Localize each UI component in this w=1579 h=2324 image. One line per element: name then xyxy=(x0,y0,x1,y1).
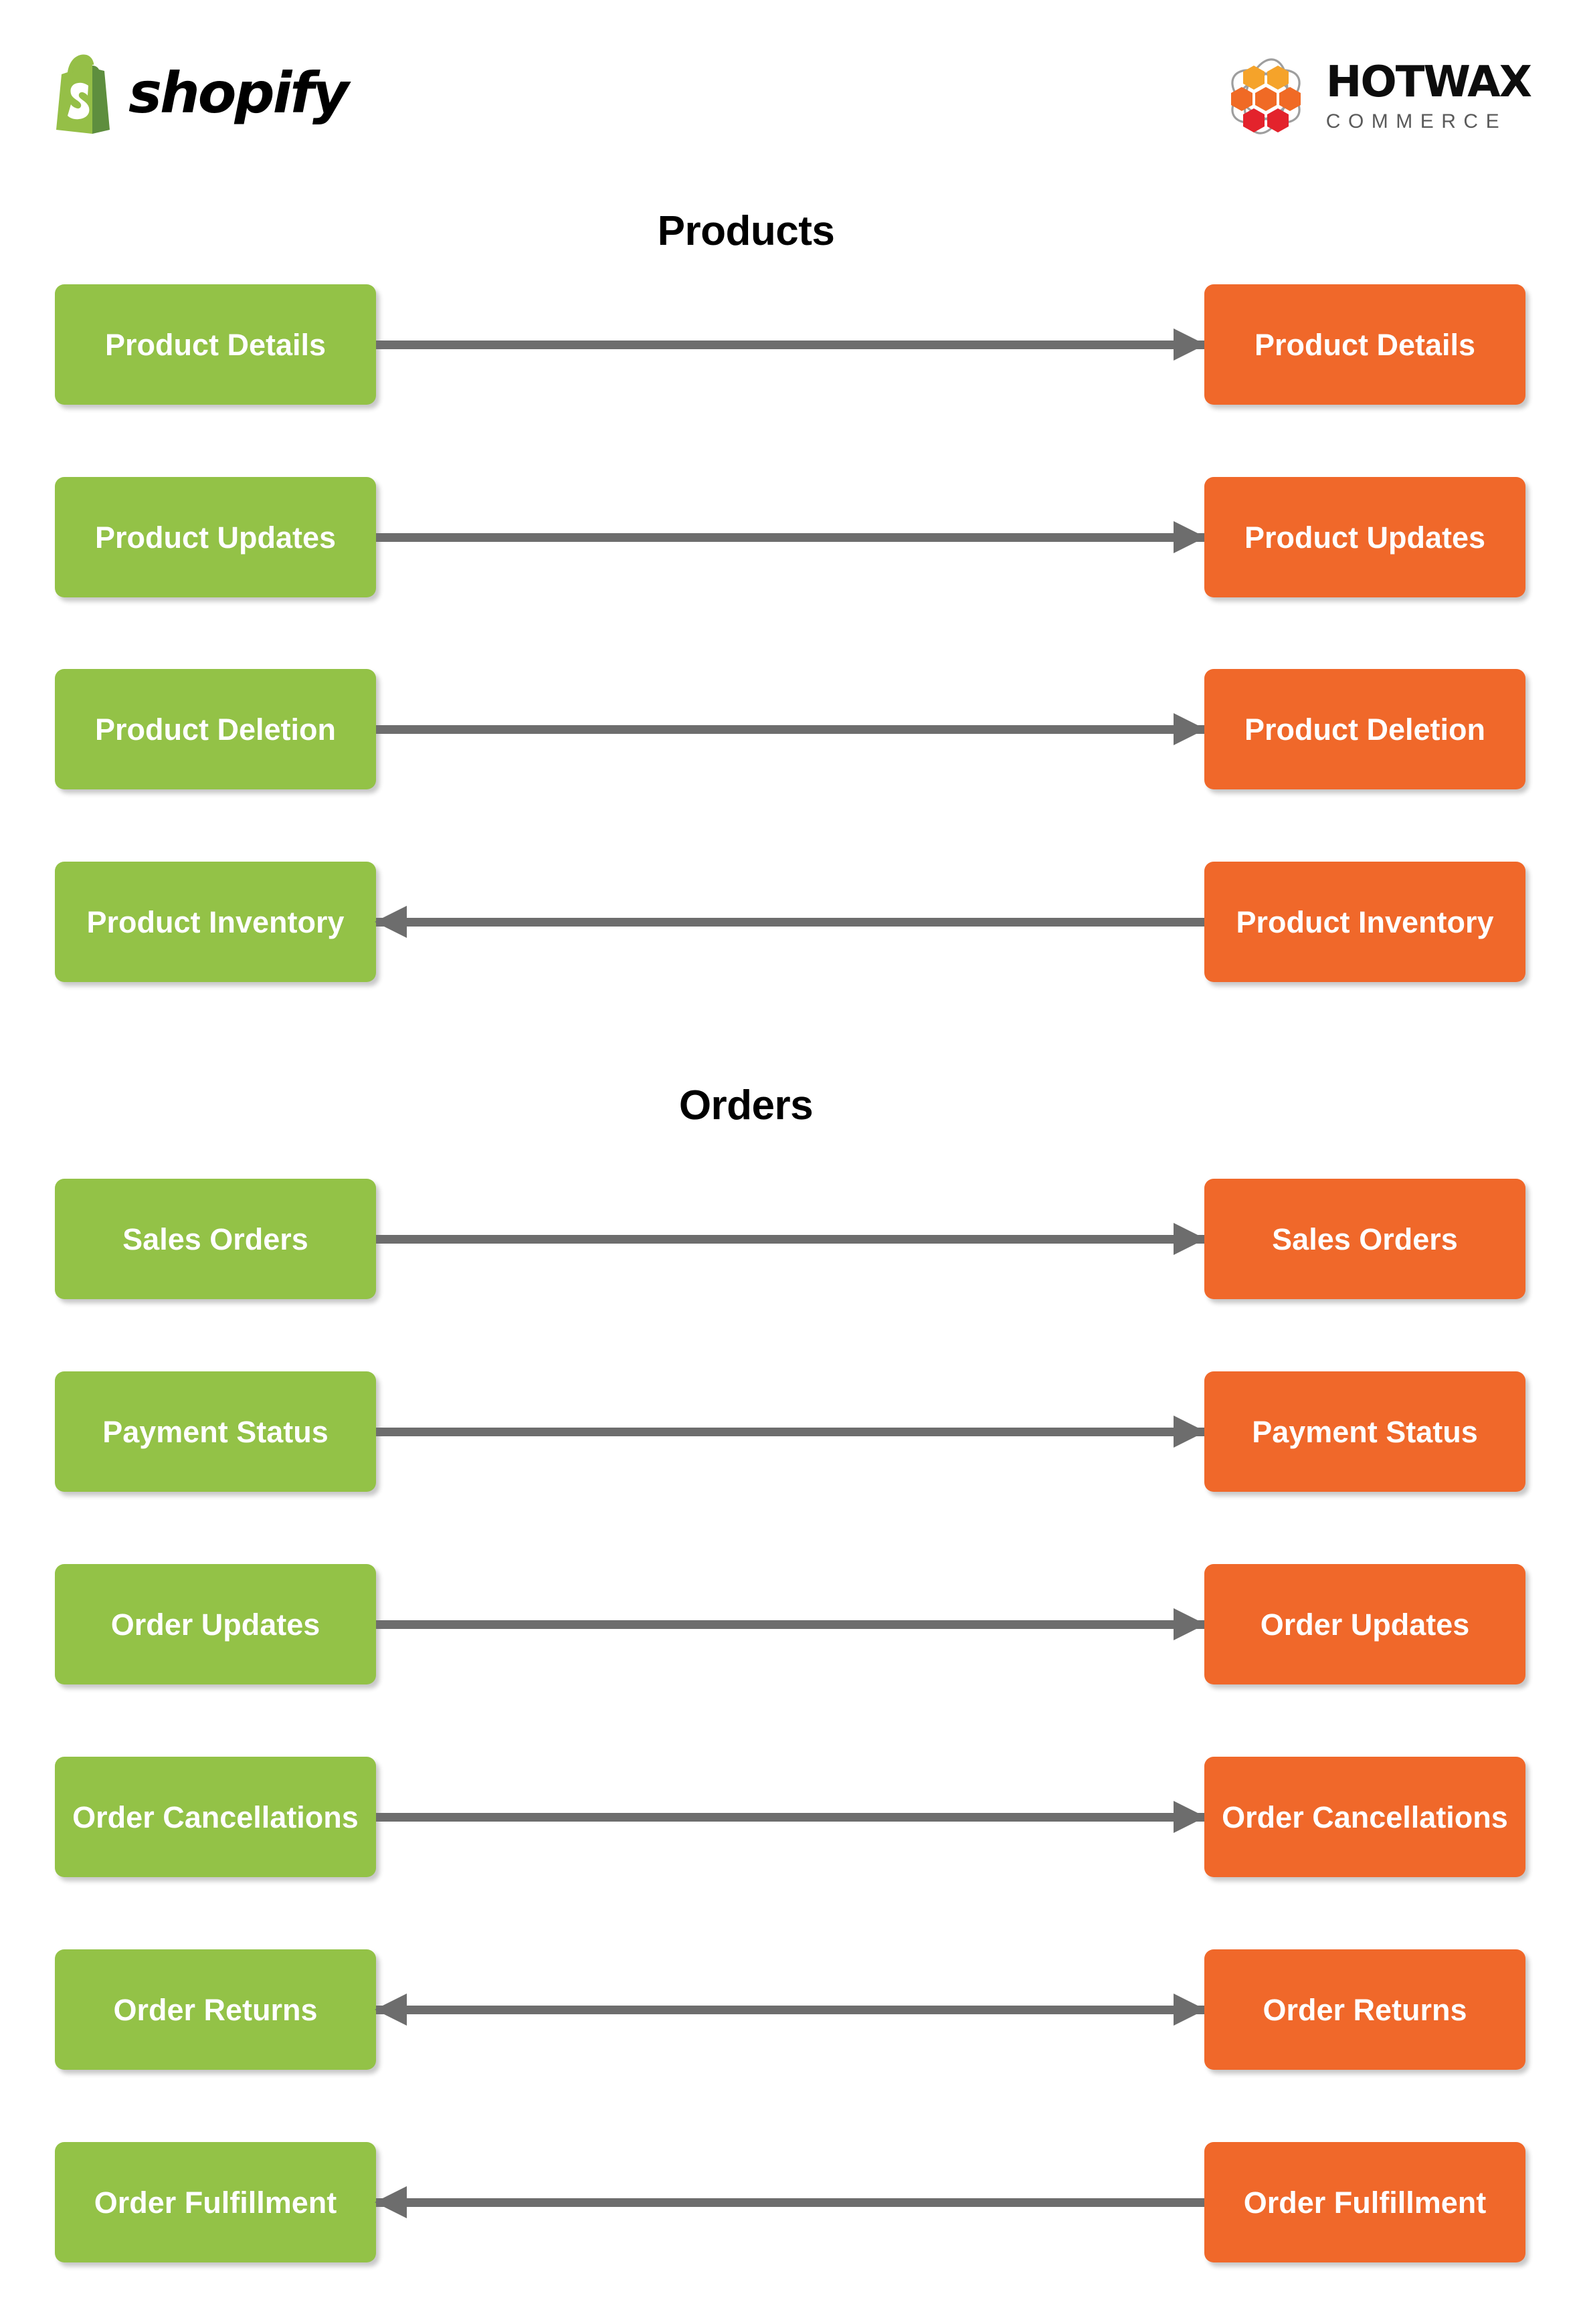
hotwax-name: HOTWAX xyxy=(1325,58,1532,107)
node-label: Order Fulfillment xyxy=(94,2185,337,2220)
node-label: Product Inventory xyxy=(86,904,345,939)
arrow-line xyxy=(376,1235,1204,1244)
header: shopify xyxy=(0,0,1579,181)
arrow-line xyxy=(376,341,1204,349)
flow-row: Product Details Product Details xyxy=(0,284,1579,405)
arrow-line xyxy=(376,918,1204,927)
node-hotwax[interactable]: Product Inventory xyxy=(1204,862,1525,982)
section-title-products: Products xyxy=(657,208,835,254)
connector-arrow xyxy=(376,328,1206,361)
arrowhead-left-icon xyxy=(375,906,407,938)
node-label: Order Returns xyxy=(113,1992,318,2027)
connector-arrow xyxy=(375,1994,1206,2026)
flow-row: Order Returns Order Returns xyxy=(0,1949,1579,2070)
node-hotwax[interactable]: Payment Status xyxy=(1204,1371,1525,1492)
flow-row: Payment Status Payment Status xyxy=(0,1371,1579,1492)
node-label: Order Returns xyxy=(1263,1992,1467,2027)
node-label: Product Details xyxy=(104,327,327,362)
arrowhead-right-icon xyxy=(1174,1608,1206,1640)
node-label: Product Updates xyxy=(94,520,337,555)
node-label: Product Details xyxy=(1254,327,1476,362)
arrowhead-right-icon xyxy=(1174,1994,1206,2026)
node-shopify[interactable]: Payment Status xyxy=(55,1371,376,1492)
node-label: Order Updates xyxy=(1260,1607,1470,1642)
connector-arrow xyxy=(376,1223,1206,1255)
node-hotwax[interactable]: Product Details xyxy=(1204,284,1525,405)
arrowhead-right-icon xyxy=(1174,1416,1206,1448)
node-hotwax[interactable]: Order Returns xyxy=(1204,1949,1525,2070)
node-label: Payment Status xyxy=(102,1414,329,1449)
node-label: Order Cancellations xyxy=(72,1800,359,1834)
connector-arrow xyxy=(376,713,1206,745)
node-shopify[interactable]: Order Fulfillment xyxy=(55,2142,376,2262)
node-hotwax[interactable]: Order Updates xyxy=(1204,1564,1525,1684)
arrow-line xyxy=(376,725,1204,734)
section-title-orders: Orders xyxy=(678,1082,814,1129)
connector-arrow xyxy=(376,521,1206,553)
connector-arrow xyxy=(376,1416,1206,1448)
arrowhead-left-icon xyxy=(375,1994,407,2026)
node-label: Payment Status xyxy=(1252,1414,1478,1449)
arrowhead-right-icon xyxy=(1174,328,1206,361)
arrow-line xyxy=(376,2006,1204,2014)
connector-arrow xyxy=(376,1608,1206,1640)
arrowhead-right-icon xyxy=(1174,521,1206,553)
node-shopify[interactable]: Product Deletion xyxy=(55,669,376,789)
arrow-line xyxy=(376,1620,1204,1629)
node-hotwax[interactable]: Sales Orders xyxy=(1204,1179,1525,1299)
shopify-bag-icon xyxy=(52,52,114,134)
shopify-wordmark: shopify xyxy=(128,60,349,126)
hotwax-tagline: COMMERCE xyxy=(1325,110,1507,132)
hotwax-hexagon-atom-icon xyxy=(1223,54,1309,139)
arrow-line xyxy=(376,533,1204,542)
arrowhead-left-icon xyxy=(375,2186,407,2218)
arrowhead-right-icon xyxy=(1174,1223,1206,1255)
arrow-line xyxy=(376,1428,1204,1436)
flow-row: Product Updates Product Updates xyxy=(0,477,1579,597)
node-shopify[interactable]: Product Updates xyxy=(55,477,376,597)
node-label: Order Updates xyxy=(110,1607,320,1642)
node-label: Order Fulfillment xyxy=(1243,2185,1487,2220)
flow-row: Order Fulfillment Order Fulfillment xyxy=(0,2142,1579,2262)
hotwax-logo: HOTWAX COMMERCE xyxy=(1223,54,1532,139)
connector-arrow xyxy=(375,906,1204,938)
arrowhead-right-icon xyxy=(1174,1801,1206,1833)
node-hotwax[interactable]: Order Fulfillment xyxy=(1204,2142,1525,2262)
shopify-logo: shopify xyxy=(52,52,349,134)
node-label: Sales Orders xyxy=(122,1222,308,1256)
flow-row: Sales Orders Sales Orders xyxy=(0,1179,1579,1299)
node-hotwax[interactable]: Product Deletion xyxy=(1204,669,1525,789)
flow-row: Product Inventory Product Inventory xyxy=(0,862,1579,982)
node-hotwax[interactable]: Order Cancellations xyxy=(1204,1757,1525,1877)
node-hotwax[interactable]: Product Updates xyxy=(1204,477,1525,597)
flow-row: Product Deletion Product Deletion xyxy=(0,669,1579,789)
node-shopify[interactable]: Order Returns xyxy=(55,1949,376,2070)
node-label: Order Cancellations xyxy=(1222,1800,1508,1834)
node-label: Sales Orders xyxy=(1272,1222,1458,1256)
node-label: Product Updates xyxy=(1244,520,1486,555)
node-shopify[interactable]: Order Cancellations xyxy=(55,1757,376,1877)
node-label: Product Deletion xyxy=(1244,712,1486,747)
connector-arrow xyxy=(375,2186,1204,2218)
arrow-line xyxy=(376,2198,1204,2207)
node-label: Product Inventory xyxy=(1236,904,1494,939)
arrow-line xyxy=(376,1813,1204,1822)
flow-row: Order Updates Order Updates xyxy=(0,1564,1579,1684)
node-shopify[interactable]: Sales Orders xyxy=(55,1179,376,1299)
node-shopify[interactable]: Order Updates xyxy=(55,1564,376,1684)
arrowhead-right-icon xyxy=(1174,713,1206,745)
node-label: Product Deletion xyxy=(94,712,337,747)
node-shopify[interactable]: Product Inventory xyxy=(55,862,376,982)
hotwax-wordmark-group: HOTWAX COMMERCE xyxy=(1325,58,1532,132)
flow-row: Order Cancellations Order Cancellations xyxy=(0,1757,1579,1877)
connector-arrow xyxy=(376,1801,1206,1833)
node-shopify[interactable]: Product Details xyxy=(55,284,376,405)
